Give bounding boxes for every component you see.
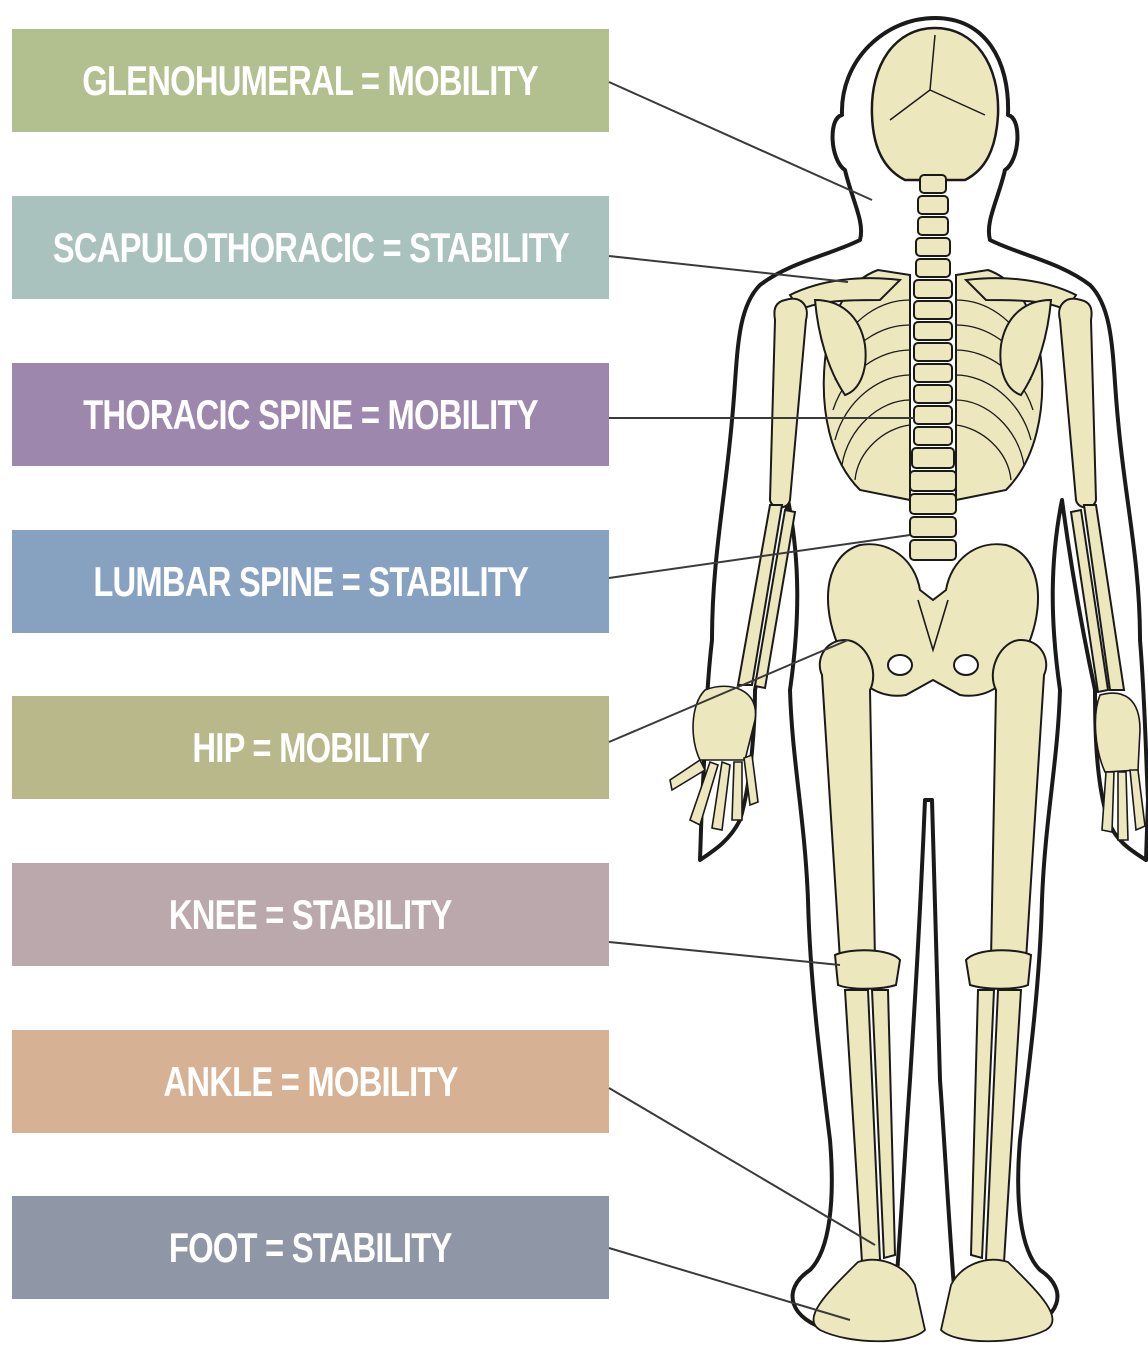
skull [872,28,998,180]
leader-line-knee [609,942,840,965]
feet [814,1260,1053,1341]
